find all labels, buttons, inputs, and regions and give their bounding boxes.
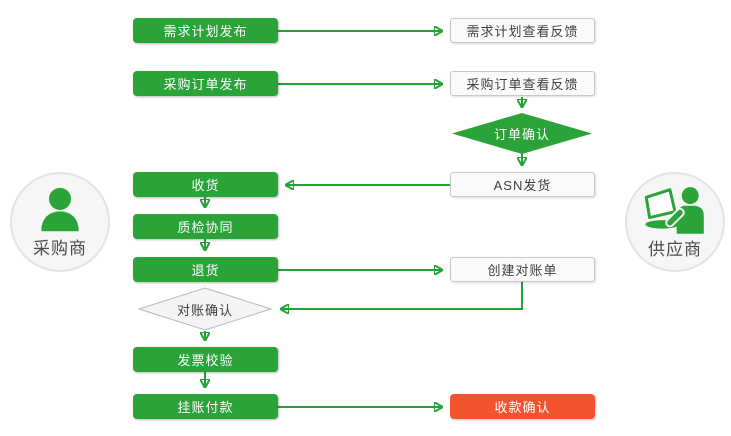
actor-buyer: 采购商 [10, 172, 110, 272]
node-label: 收款确认 [494, 400, 551, 415]
node-label: 创建对账单 [487, 263, 558, 278]
node-label: ASN发货 [493, 178, 552, 193]
node-po-feedback: 采购订单查看反馈 [450, 71, 595, 96]
node-label: 对账确认 [176, 302, 233, 318]
person-icon [41, 187, 79, 232]
node-label: 采购订单发布 [163, 77, 248, 92]
node-asn-ship: ASN发货 [450, 172, 595, 197]
actor-label: 供应商 [648, 240, 702, 259]
node-order-confirm: 订单确认 [452, 113, 592, 154]
node-label: 质检协同 [177, 220, 234, 235]
node-po-publish: 采购订单发布 [133, 71, 278, 96]
node-label: 需求计划发布 [163, 24, 248, 39]
node-receive-goods: 收货 [133, 172, 278, 197]
node-demand-plan-publish: 需求计划发布 [133, 18, 278, 43]
node-create-statement: 创建对账单 [450, 257, 595, 282]
actor-label: 采购商 [33, 239, 87, 258]
diamond-shape [138, 287, 272, 331]
node-label: 订单确认 [493, 127, 550, 142]
diamond-shape [452, 113, 592, 154]
node-book-payment: 挂账付款 [133, 394, 278, 419]
node-label: 采购订单查看反馈 [466, 77, 579, 92]
node-label: 需求计划查看反馈 [466, 24, 579, 39]
node-statement-confirm: 对账确认 [138, 287, 272, 331]
node-receipt-confirm: 收款确认 [450, 394, 595, 419]
node-label: 收货 [191, 178, 220, 193]
actor-supplier: 供应商 [625, 172, 725, 272]
node-label: 退货 [191, 263, 220, 278]
person-laptop-icon [644, 187, 704, 234]
node-invoice-check: 发票校验 [133, 347, 278, 372]
node-demand-plan-feedback: 需求计划查看反馈 [450, 18, 595, 43]
node-label: 发票校验 [177, 353, 234, 368]
node-return-goods: 退货 [133, 257, 278, 282]
node-label: 挂账付款 [177, 400, 234, 415]
connector-create-statement-to-statement-confirm [281, 282, 523, 309]
node-quality-collab: 质检协同 [133, 214, 278, 239]
